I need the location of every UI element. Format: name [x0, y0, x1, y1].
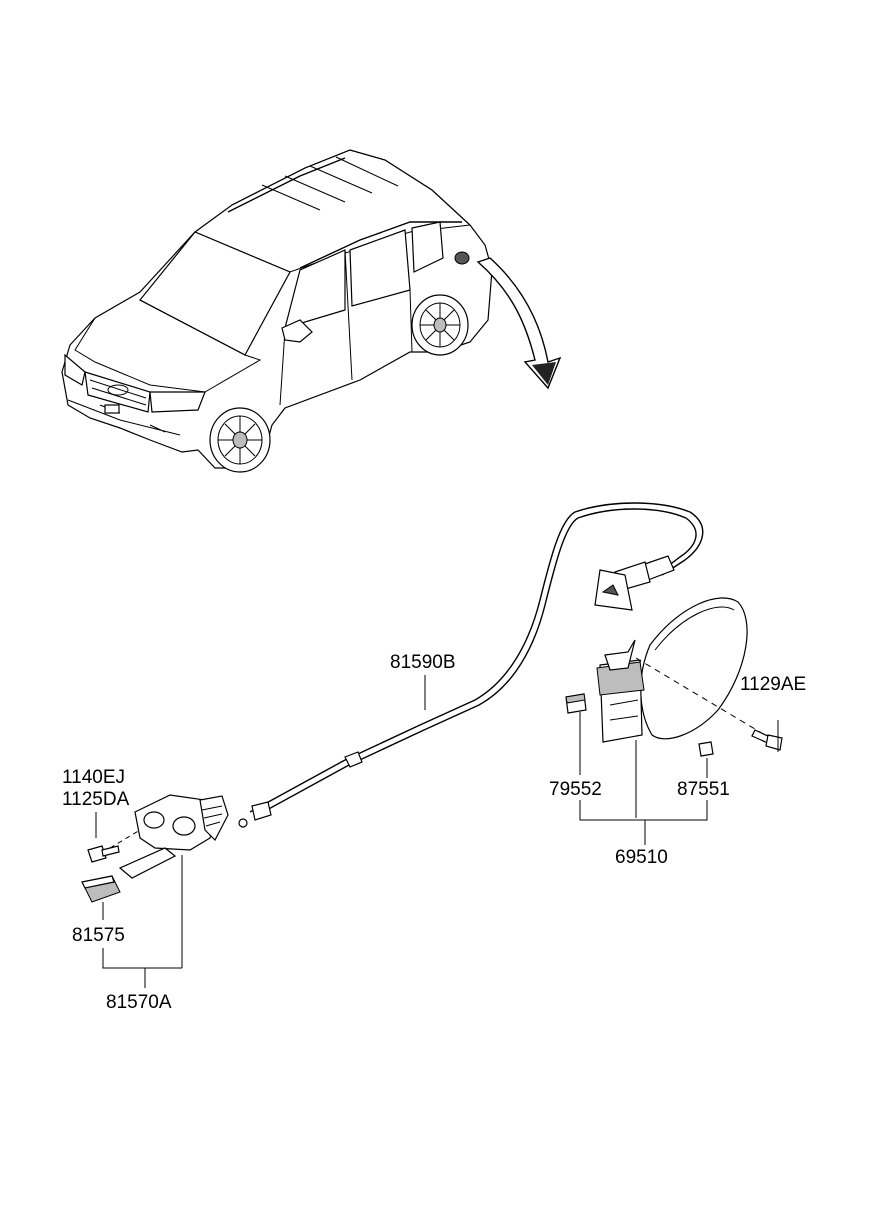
label-grommet: 87551 — [677, 779, 730, 800]
curved-down-arrow-icon — [476, 257, 562, 390]
label-housing-assy: 69510 — [615, 847, 668, 868]
bumper-79552 — [565, 693, 587, 714]
label-bumper: 79552 — [549, 779, 602, 800]
bolt-1140ej — [87, 845, 120, 863]
grommet-87551 — [698, 741, 714, 757]
rear-wheel — [411, 294, 469, 356]
label-bolt-cap: 1129AE — [740, 674, 806, 695]
label-bolt-a: 1140EJ — [62, 767, 125, 788]
opener-assembly — [81, 794, 248, 988]
front-wheel — [209, 407, 271, 473]
vehicle-illustration — [61, 149, 493, 473]
label-opener-assy: 81570A — [106, 992, 172, 1013]
pad-81575 — [81, 875, 121, 903]
label-pad: 81575 — [72, 925, 125, 946]
label-bolt-b: 1125DA — [62, 789, 130, 810]
release-cable — [249, 502, 704, 821]
fuel-door-assembly — [565, 597, 783, 845]
label-cable: 81590B — [390, 652, 456, 673]
